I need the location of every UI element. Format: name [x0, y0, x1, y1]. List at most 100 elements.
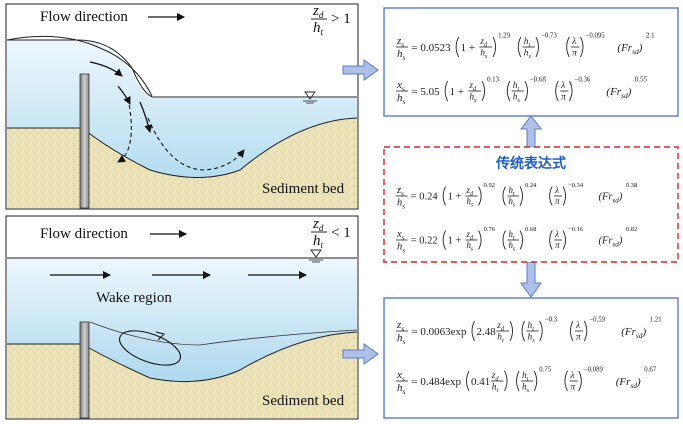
paren-open — [506, 80, 511, 102]
paren-close — [519, 186, 523, 206]
fraction-numerator: ht — [522, 371, 529, 383]
top-water-level-icon — [303, 91, 317, 104]
fraction-numerator: λ — [575, 321, 580, 331]
exponent: −0.3 — [545, 317, 558, 324]
top-gate — [79, 73, 90, 209]
fraction-denominator: π — [570, 382, 575, 392]
bottom-gate — [79, 321, 90, 419]
paren-open — [549, 186, 553, 206]
paren-close — [562, 230, 567, 250]
bottom-equation-box — [383, 297, 679, 419]
exponent: 0.55 — [635, 77, 648, 84]
paren-close — [535, 36, 539, 58]
fraction-numerator: λ — [554, 185, 559, 195]
svg-text:< 1: < 1 — [331, 225, 351, 241]
fraction-numerator: λ — [560, 81, 565, 91]
svg-text:ht: ht — [313, 233, 324, 250]
paren-close — [524, 80, 528, 102]
paren-close — [481, 80, 486, 102]
exponent: 0.75 — [539, 367, 552, 374]
paren-close — [533, 370, 538, 392]
fraction-numerator: zd — [468, 81, 477, 93]
traditional-title: 传统表达式 — [495, 155, 566, 172]
paren-open — [566, 36, 570, 58]
coefficient: = 0.22 — [411, 236, 438, 247]
paren-open — [442, 186, 447, 206]
fraction-denominator: hs — [480, 48, 488, 60]
exponent: 0.13 — [487, 77, 500, 84]
fraction-denominator: ht — [492, 382, 499, 394]
exponent: 0.24 — [525, 182, 537, 189]
coefficient: = 0.24 — [411, 192, 439, 203]
fraction-denominator: π — [561, 92, 566, 102]
froude-number: (Frsd) — [616, 376, 641, 390]
bottom-wake-boundary — [89, 321, 358, 346]
top-bed-line — [81, 117, 358, 178]
paren-close — [539, 320, 543, 342]
fraction-numerator: zd — [465, 229, 473, 241]
coefficient: = 0.484exp — [411, 376, 461, 388]
one-plus: 1 + — [448, 192, 462, 203]
top-sediment — [7, 118, 357, 208]
fraction-denominator: hs — [397, 197, 405, 210]
fraction-numerator: λ — [569, 371, 574, 381]
fraction-numerator: zd — [479, 37, 488, 49]
fraction-denominator: hs — [466, 196, 473, 208]
exponent: −0.089 — [584, 367, 604, 374]
exponent: 0.92 — [484, 182, 495, 189]
arrow-bottom-right — [342, 343, 379, 365]
fraction-numerator: zd — [496, 321, 505, 333]
exponent: 0.67 — [644, 367, 657, 374]
wake-region-label: Wake region — [96, 290, 172, 306]
fraction-denominator: hs — [513, 92, 521, 104]
paren-close — [578, 370, 582, 392]
exponent: 0.68 — [525, 226, 536, 233]
paren-open — [471, 320, 475, 342]
paren-open — [466, 370, 470, 392]
arrow-top-right — [342, 59, 379, 81]
exponent: 1.21 — [650, 317, 662, 324]
fraction-numerator: xs — [396, 229, 405, 242]
paren-close — [509, 320, 513, 342]
froude-number: (Frsd) — [606, 86, 631, 100]
fraction-denominator: π — [555, 196, 560, 206]
top-condition: zd ht > 1 — [311, 3, 351, 37]
exponent: −0.095 — [586, 33, 606, 40]
fraction-numerator: xs — [396, 79, 405, 93]
svg-text:> 1: > 1 — [331, 11, 351, 27]
fraction-numerator: ht — [508, 229, 514, 241]
paren-close — [504, 370, 508, 392]
one-plus: 1 + — [461, 42, 475, 54]
arrow-down — [520, 261, 542, 298]
paren-open — [442, 230, 447, 250]
bottom-flow-label: Flow direction — [40, 226, 128, 242]
paren-close — [562, 186, 567, 206]
froude-number: (Frsd) — [621, 326, 646, 340]
exponent: −0.34 — [568, 182, 584, 189]
bottom-bed-line — [81, 331, 358, 383]
fraction-denominator: π — [555, 240, 560, 250]
paren-close — [569, 80, 573, 102]
top-equation-box — [383, 7, 679, 117]
exponent: −0.16 — [568, 226, 584, 233]
wake-vortex — [119, 330, 181, 366]
fraction-denominator: hs — [524, 48, 532, 60]
fraction-denominator: hs — [469, 92, 477, 104]
fraction-denominator: π — [572, 48, 577, 58]
paren-open — [555, 80, 559, 102]
connector-arrows — [342, 59, 543, 365]
paren-open — [516, 370, 520, 392]
bottom-bed-label: Sediment bed — [262, 393, 345, 409]
paren-close — [583, 320, 588, 342]
exponent: −0.68 — [530, 77, 546, 84]
fraction-numerator: zs — [396, 35, 404, 49]
paren-close — [492, 36, 497, 58]
traditional-equation-box — [383, 146, 679, 263]
fraction-numerator: xs — [396, 369, 405, 383]
fraction-denominator: hs — [397, 382, 406, 396]
exp-coefficient: 2.48 — [476, 326, 496, 338]
